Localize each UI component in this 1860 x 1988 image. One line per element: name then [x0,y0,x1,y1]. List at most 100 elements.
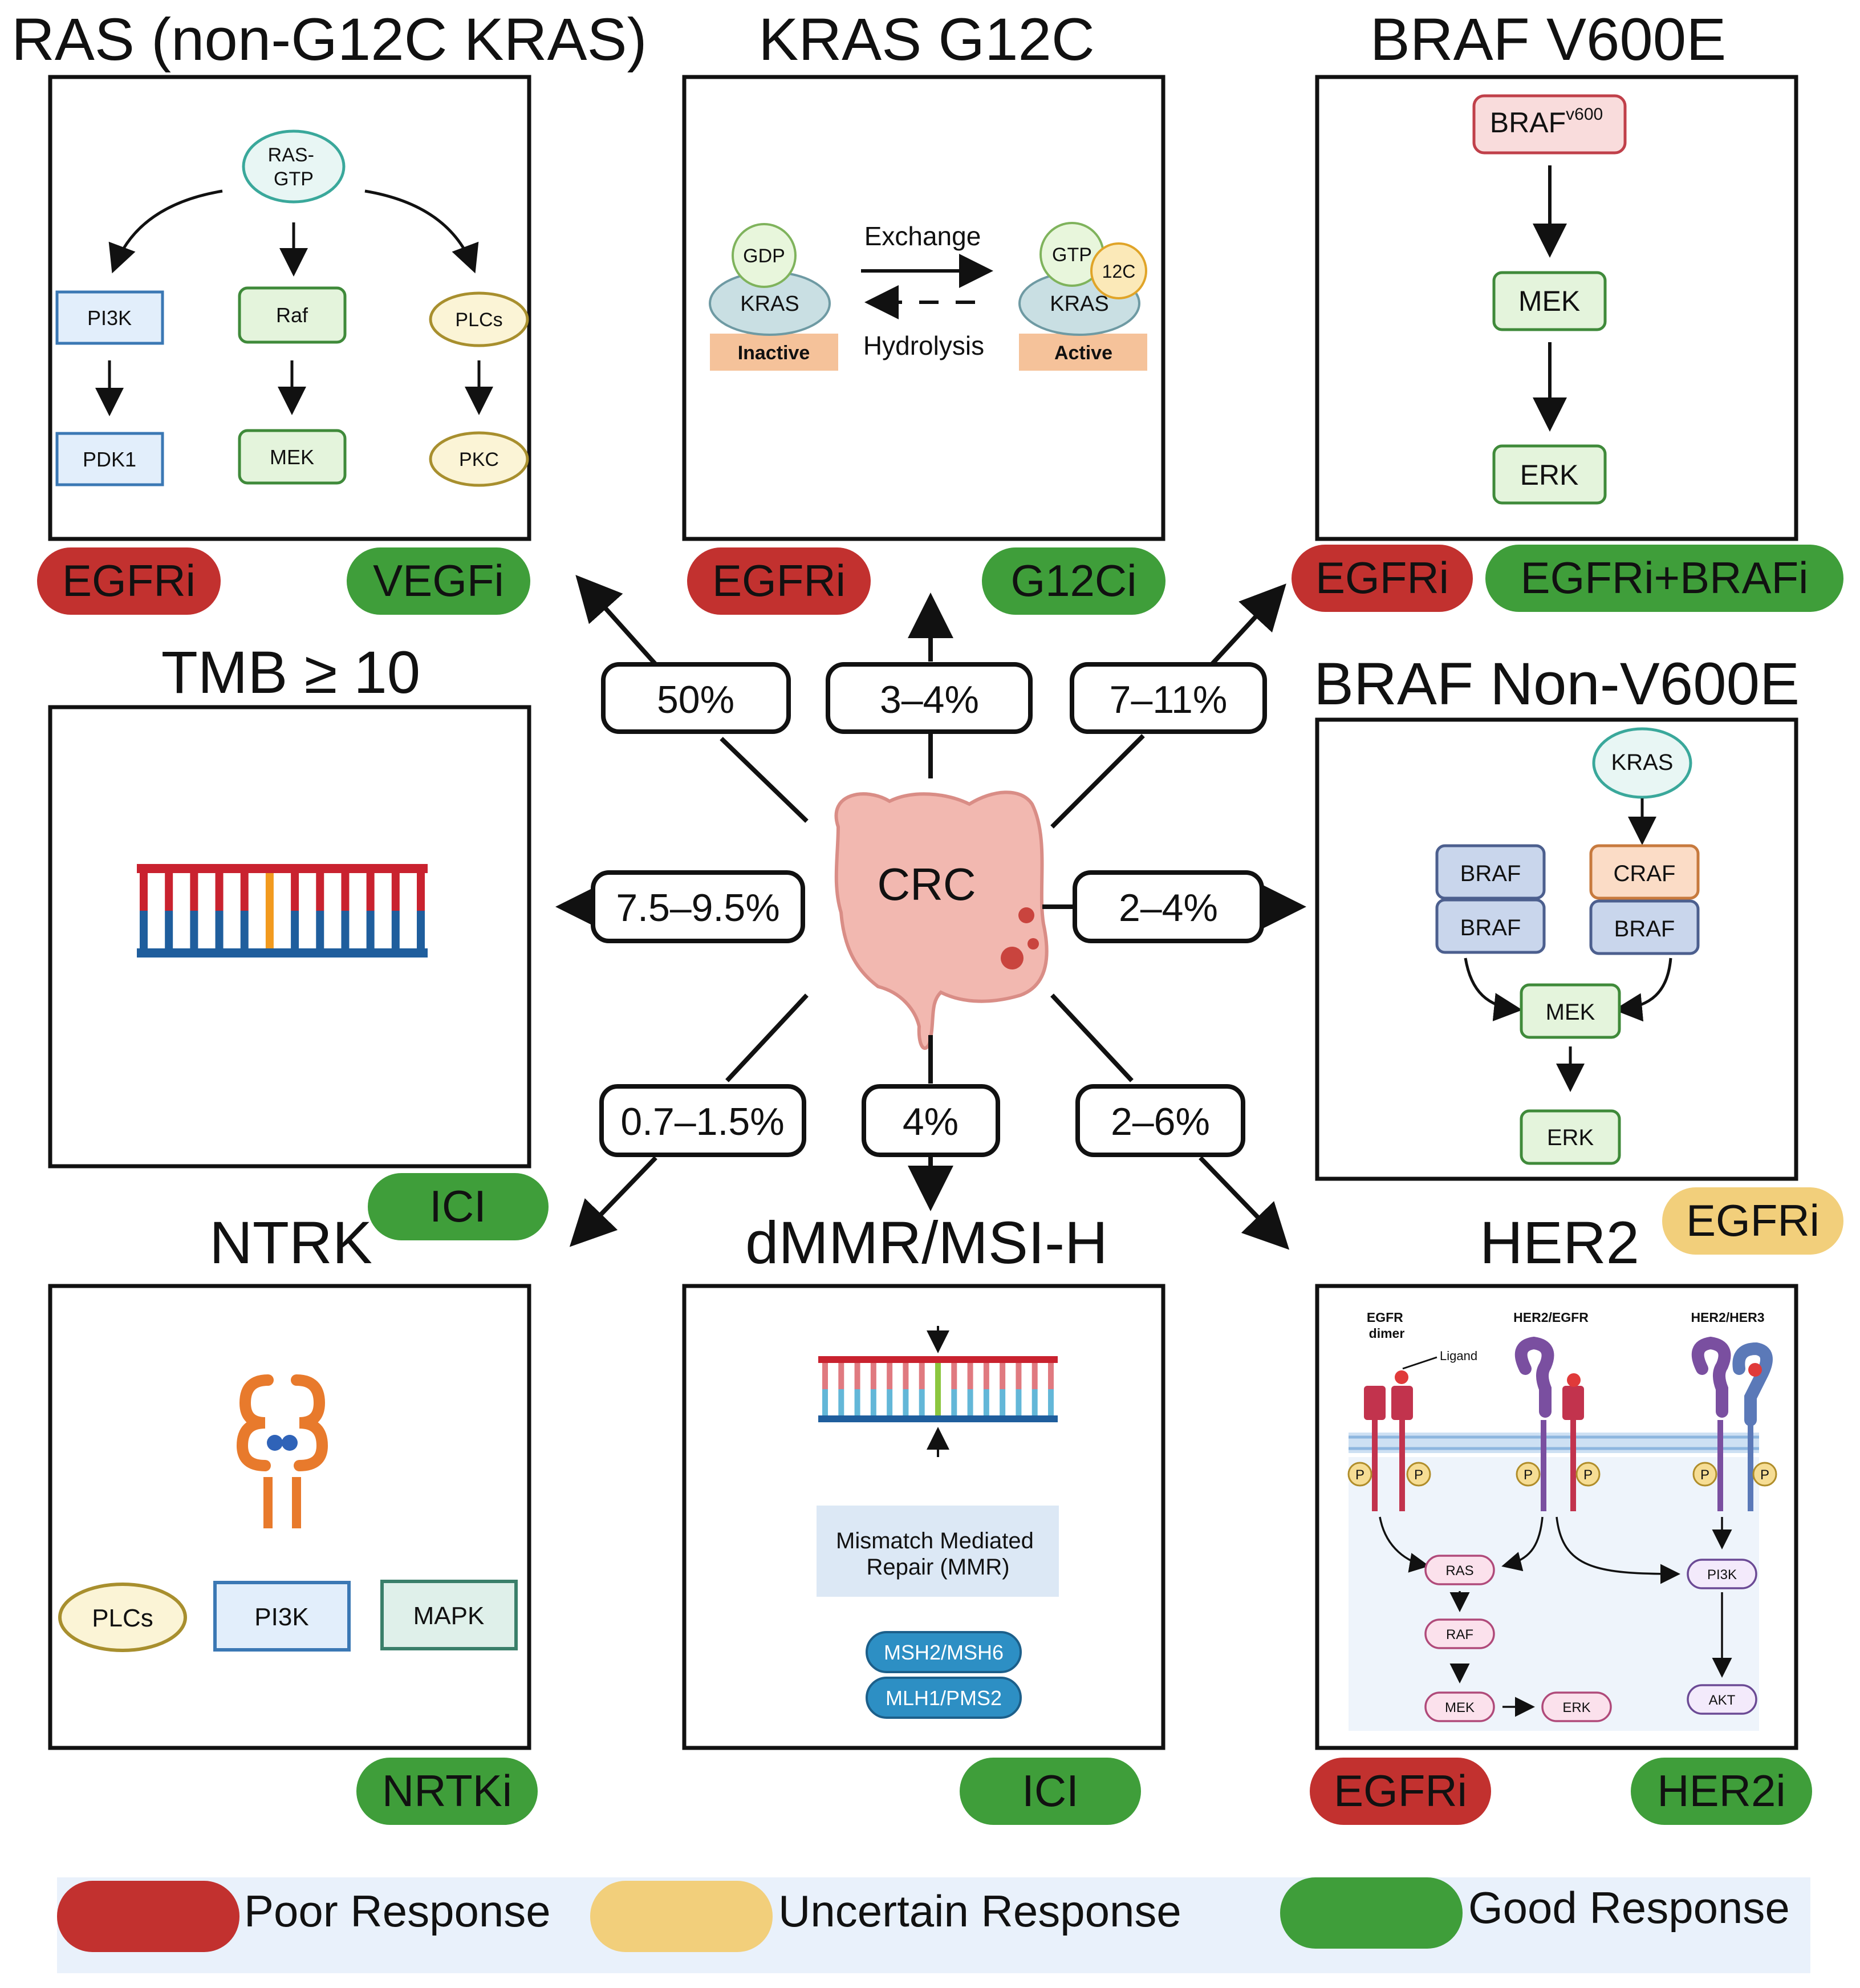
braf-non-braf3-label: BRAF [1614,916,1675,942]
her2-membrane [1349,1433,1759,1453]
her2-col1-line2: dimer [1369,1326,1405,1341]
dna-rung-top [417,873,425,911]
badge-her2-her2i [1631,1758,1812,1825]
dna-rung-bottom [417,911,425,948]
pct-box-braf [1070,662,1267,734]
pct-ras: 50% [657,678,734,721]
dna-rung-bottom [341,911,350,948]
mismatch-dna-icon [818,1326,1058,1457]
dna-rung-bottom [190,911,198,948]
braf-v600-main: BRAF [1490,107,1566,139]
p-label-6: P [1760,1467,1769,1483]
ntrk-title: NTRK [209,1210,372,1276]
braf-non-erk-label: ERK [1547,1125,1594,1150]
her2-node-raf-label: RAF [1446,1627,1473,1642]
dna-rung-bottom [1031,1389,1038,1415]
her2-node-akt-label: AKT [1709,1693,1736,1708]
dna-rung-bottom [887,1389,893,1415]
dna-rung-bottom [215,911,224,948]
badge-ras-vegfi [347,547,530,615]
ntrk-node-pi3k-label: PI3K [254,1603,308,1631]
dna-rung-bottom [316,911,324,948]
dna-rung-bottom [1016,1389,1022,1415]
badge-braf-egfri-brafi-label: EGFRi+BRAFi [1521,553,1809,603]
ras-node-raf-label: Raf [276,303,308,327]
badge-kras-egfri [687,547,871,615]
dna-rung-top [291,873,299,911]
dna-rung-top [366,873,375,911]
braf-non-mek-label: MEK [1546,1000,1595,1025]
pct-boxes: 50% 3–4% 7–11% 7.5–9.5% 2–4% 0.7–1.5% 4%… [591,662,1267,1157]
pct-tmb: 7.5–9.5% [616,886,779,930]
kras-active-kras-label: KRAS [1050,292,1108,316]
dmmr-mlh-pill [866,1677,1022,1719]
kras-gtp-label: GTP [1052,244,1092,266]
dna-rung-bottom [240,911,249,948]
her2-col1-label: EGFR dimer [1367,1310,1407,1341]
braf-non-braf2-label: BRAF [1460,915,1521,940]
dna-rung-bottom [903,1389,909,1415]
kras-gdp-label: GDP [743,245,785,267]
her2-node-erk-label: ERK [1562,1700,1590,1715]
her2-col2-label: HER2/EGFR [1513,1310,1589,1325]
ras-gtp-label: RAS- GTP [268,144,320,190]
dna-rung-bottom [291,911,299,948]
dna-rung-bottom [1000,1389,1006,1415]
her2-node-mek [1424,1691,1495,1722]
ras-gtp-line2: GTP [274,168,314,190]
ras-node-plcs-label: PLCs [455,309,502,331]
ras-node-pi3k [55,290,164,345]
legend-swatch-poor [57,1881,239,1952]
tmb-panel [48,705,531,1169]
ntrk-node-plcs [58,1583,187,1652]
her2-node-raf [1424,1618,1495,1649]
braf-mek-node [1492,271,1607,331]
badge-her2-egfri-label: EGFRi [1334,1766,1467,1816]
her2-receptor-a [1514,1336,1554,1418]
kras-hydrolysis-label: Hydrolysis [863,331,984,360]
ntrk-node-plcs-label: PLCs [92,1604,153,1632]
dna-rung-bottom [854,1389,860,1415]
pct-box-her2 [1075,1084,1245,1157]
kras-inactive-bar [710,334,838,371]
dna-rung-bottom [967,1389,973,1415]
dna-rung-bottom [870,1389,876,1415]
kras-inactive-kras-label: KRAS [740,292,799,316]
dna-rung-top [838,1363,844,1389]
pct-ntrk: 0.7–1.5% [620,1100,784,1143]
pct-box-dmmr [862,1084,1000,1157]
kras-title: KRAS G12C [758,6,1094,73]
pct-box-kras [826,662,1033,734]
legend-uncertain-label: Uncertain Response [778,1886,1181,1936]
braf-erk-label: ERK [1520,459,1579,491]
egfr-ligand-dot [1395,1370,1408,1384]
badge-ras-vegfi-label: VEGFi [373,555,504,606]
dna-rung-bottom [983,1389,989,1415]
dna-rung-top [1000,1363,1006,1389]
her2-node-pi3k [1687,1559,1757,1589]
braf-non-kras-label: KRAS [1611,750,1674,775]
dna-rung-bottom [366,911,375,948]
her2-col1-line1: EGFR [1367,1310,1403,1325]
ras-node-pkc-label: PKC [459,449,499,470]
dna-rung-top [967,1363,973,1389]
braf-v600-sup: v600 [1566,105,1603,124]
response-badges: EGFRi VEGFi EGFRi G12Ci EGFRi EGFRi+BRAF… [37,545,1843,1825]
ntrk-node-mapk-label: MAPK [413,1602,485,1630]
badge-dmmr-ici-label: ICI [1022,1766,1079,1816]
p-label-1: P [1355,1467,1364,1483]
pct-box-tmb [591,870,805,943]
badge-ras-egfri [37,547,221,615]
kras-cycle: Inactive KRAS GDP Active KRAS GTP 12C Ex… [709,221,1147,371]
braf-non-title: BRAF Non-V600E [1314,651,1800,717]
her2-cytoplasm-bg [1349,1457,1759,1731]
braf-non-erk-node [1520,1109,1621,1165]
pct-box-ras [601,662,791,734]
braf-non-craf-label: CRAF [1614,861,1676,886]
center-crc-label: CRC [877,859,976,910]
ntrk-node-pi3k [213,1581,351,1652]
badge-kras-g12ci-label: G12Ci [1010,555,1136,606]
legend-poor-label: Poor Response [244,1886,551,1936]
pct-kras: 3–4% [880,678,979,721]
braf-non-mek-node [1520,983,1621,1039]
